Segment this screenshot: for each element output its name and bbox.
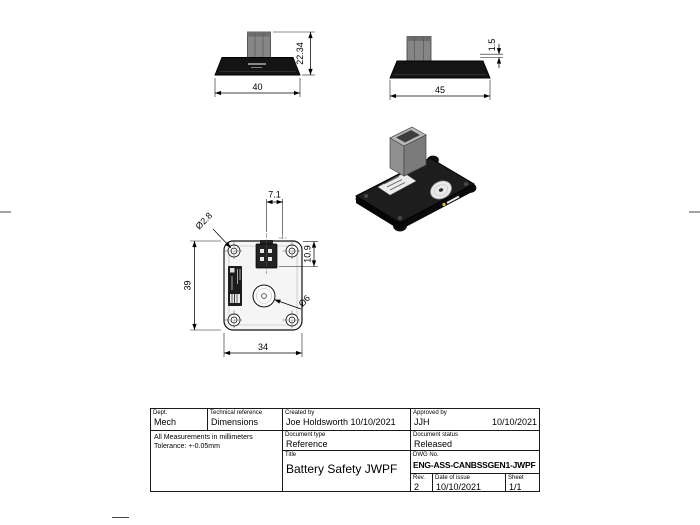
title-block-dept: Dept. Mech (151, 409, 208, 431)
document-status-label: Document status (413, 432, 459, 438)
dept-label: Dept. (153, 410, 168, 416)
label-sticker (377, 172, 417, 196)
sheet-label: Sheet (508, 475, 524, 481)
document-status-value: Released (414, 439, 453, 449)
brand-mark (446, 195, 460, 204)
title-block-document-status: Document status Released (411, 431, 540, 451)
sheet-value: 1/1 (509, 482, 522, 492)
dim-text-plan-connector-offset-x: 7.1 (268, 190, 281, 200)
dim-plan-board-height: 39 (183, 240, 221, 331)
approved-by-label: Approved by (413, 410, 447, 416)
dim-side-a-height: 22.34 (273, 31, 315, 76)
notes-line2: Tolerance: +-0.05mm (154, 443, 220, 450)
dim-text-plan-board-width: 34 (258, 342, 268, 352)
dim-plan-connector-offset-y: 10.9 (279, 241, 318, 267)
title-block-title: Title Battery Safety JWPF (283, 451, 411, 492)
title-block-sheet: Sheet 1/1 (506, 474, 540, 492)
date-of-issue-label: Date of issue (435, 475, 471, 481)
dim-side-b-tab: 1.5 (480, 39, 503, 68)
device-base-profile (214, 57, 301, 76)
dim-side-b-width: 45 (389, 80, 491, 100)
dwg-no-value: ENG-ASS-CANBSSGEN1-JWPF (413, 460, 536, 470)
dim-text-side-b-tab: 1.5 (487, 39, 497, 52)
document-type-value: Reference (286, 439, 328, 449)
title-block-dwg-no: DWG No. ENG-ASS-CANBSSGEN1-JWPF (411, 451, 540, 474)
side-view-front (214, 31, 301, 76)
title-label: Title (285, 452, 297, 458)
plan-view (223, 233, 303, 331)
dim-text-side-a-height: 22.34 (295, 42, 305, 65)
mounting-hole (282, 310, 302, 330)
jwpf-connector-3d (389, 126, 427, 177)
title-block-notes: All Measurements in millimeters Toleranc… (151, 431, 283, 492)
buzzer (430, 180, 452, 200)
technical-reference-label: Technical reference (210, 410, 263, 416)
document-type-label: Document type (285, 432, 326, 438)
created-by-value: Joe Holdsworth 10/10/2021 (286, 417, 396, 427)
title-block-approved-by: Approved by JJH 10/10/2021 (411, 409, 540, 431)
dim-side-a-width: 40 (214, 78, 301, 97)
dim-plan-hole-diameter: Ø2.8 (193, 210, 232, 249)
dim-text-plan-connector-offset-y: 10.9 (303, 245, 313, 263)
notes-line1: All Measurements in millimeters (154, 434, 253, 441)
title-block-document-type: Document type Reference (283, 431, 411, 451)
technical-reference-value: Dimensions (211, 417, 259, 427)
rev-label: Rev. (413, 475, 425, 481)
dim-plan-connector-offset-x: 7.1 (266, 190, 287, 242)
mounting-hole (224, 241, 244, 261)
rev-value: 2 (414, 482, 420, 492)
approved-by-date: 10/10/2021 (491, 417, 537, 427)
dim-text-side-b-width: 45 (435, 85, 445, 95)
dim-text-plan-hole-diameter: Ø2.8 (193, 210, 214, 231)
title-block-rev: Rev. 2 (411, 474, 433, 492)
drawing-title: Battery Safety JWPF (286, 462, 398, 476)
dwg-no-label: DWG No. (413, 452, 439, 458)
label-sticker-plan (228, 266, 242, 306)
approved-by-value: JJH (414, 417, 430, 427)
title-block-created-by: Created by Joe Holdsworth 10/10/2021 (283, 409, 411, 431)
title-block-technical-reference: Technical reference Dimensions (208, 409, 283, 431)
title-block: Dept. Mech Technical reference Dimension… (150, 408, 540, 492)
title-block-date-of-issue: Date of issue 10/10/2021 (433, 474, 506, 492)
device-base-profile (389, 60, 491, 79)
isometric-view (354, 126, 477, 232)
dim-text-side-a-width: 40 (252, 82, 262, 92)
buzzer-plan (252, 284, 276, 308)
date-of-issue-value: 10/10/2021 (436, 482, 482, 492)
mounting-hole (224, 310, 244, 330)
created-by-label: Created by (285, 410, 315, 416)
side-view-lateral (389, 36, 491, 79)
dept-value: Mech (154, 417, 177, 427)
dim-text-plan-board-height: 39 (183, 280, 193, 290)
dim-plan-board-width: 34 (223, 333, 303, 357)
mounting-hole (282, 241, 302, 261)
